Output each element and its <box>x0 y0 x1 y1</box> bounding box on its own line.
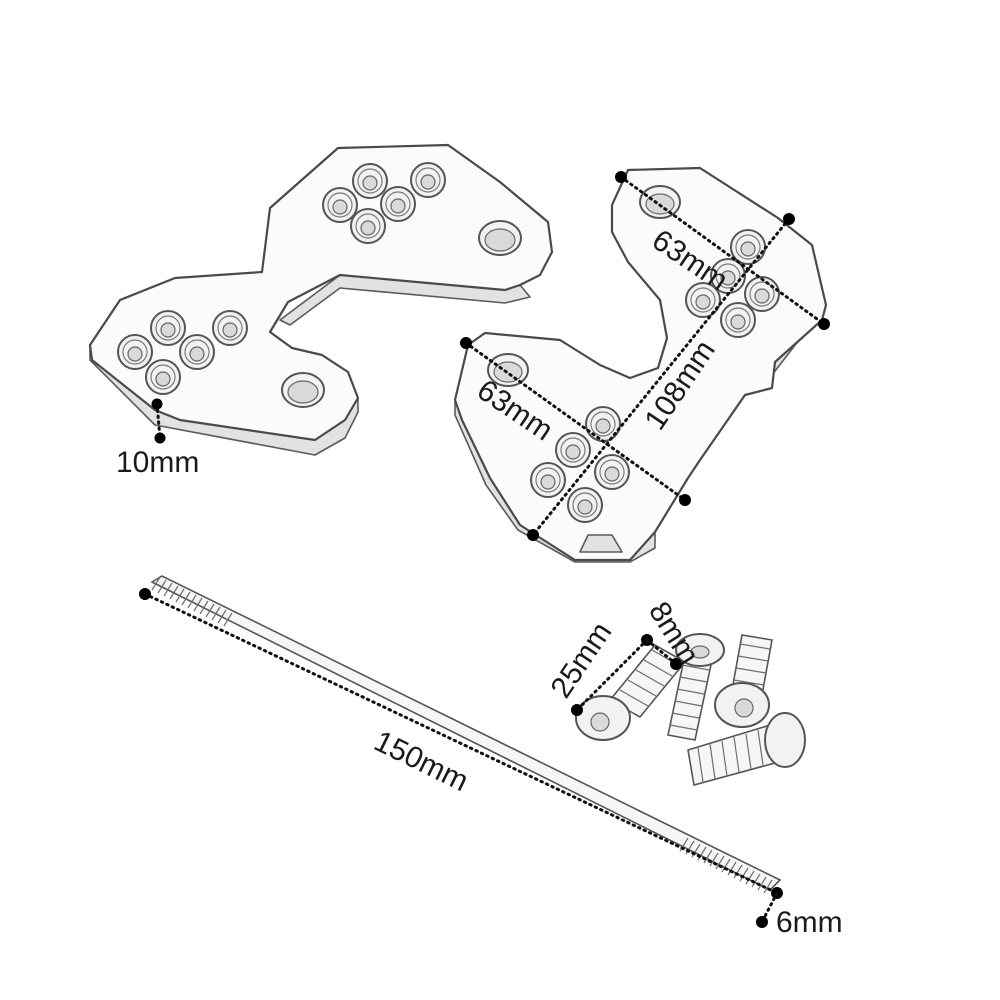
label-bolt-length: 25mm <box>544 616 618 704</box>
bolt-2 <box>667 633 725 741</box>
label-rod-diameter: 6mm <box>776 906 843 939</box>
bolt-3 <box>714 634 773 728</box>
bolts <box>575 633 806 787</box>
right-plate-threaded-holes <box>530 229 780 523</box>
left-plate-threaded-holes <box>117 162 446 395</box>
left-bracket-plate <box>88 143 554 456</box>
bolt-4 <box>687 712 806 787</box>
label-plate-thickness: 10mm <box>116 446 199 479</box>
bolt-1 <box>575 643 687 741</box>
label-rod-length: 150mm <box>369 725 473 799</box>
left-plate-mounting-holes <box>281 220 522 408</box>
dimension-plate-thickness: 10mm <box>116 398 199 479</box>
dimension-rod-diameter: 6mm <box>756 891 843 939</box>
rod-thread-top <box>151 576 233 627</box>
threaded-rod <box>150 575 782 894</box>
